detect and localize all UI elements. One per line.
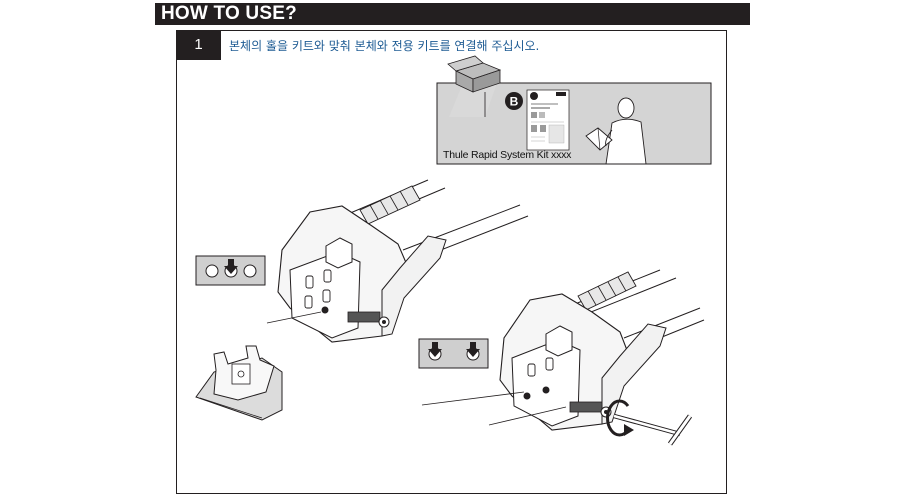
kit-caption: Thule Rapid System Kit xxxx (443, 149, 572, 161)
kit-panel (436, 82, 712, 165)
step-number-badge: 1 (176, 30, 221, 60)
arrow-down-icon (224, 259, 238, 274)
arrow-down-icon (428, 342, 442, 357)
instruction-booklet-icon (526, 89, 570, 151)
kit-pad-part (195, 345, 283, 421)
person-reading-icon (585, 97, 647, 165)
box-icon (447, 55, 502, 93)
page-title: HOW TO USE? (155, 3, 750, 25)
roof-bar-assembly-right (421, 269, 705, 431)
kit-b-badge: B (505, 92, 523, 110)
arrow-down-icon (466, 342, 480, 357)
step-instruction: 본체의 홀을 키트와 맞춰 본체와 전용 키트를 연결해 주십시오. (229, 39, 540, 53)
step-frame (176, 30, 727, 494)
rotate-clockwise-icon (606, 399, 634, 437)
roof-bar-assembly-left (266, 179, 529, 343)
hole-alignment-inset-left (195, 255, 266, 286)
svg-text:B: B (510, 95, 519, 109)
hole-alignment-inset-right (418, 338, 489, 369)
t-wrench-tool (613, 413, 693, 446)
